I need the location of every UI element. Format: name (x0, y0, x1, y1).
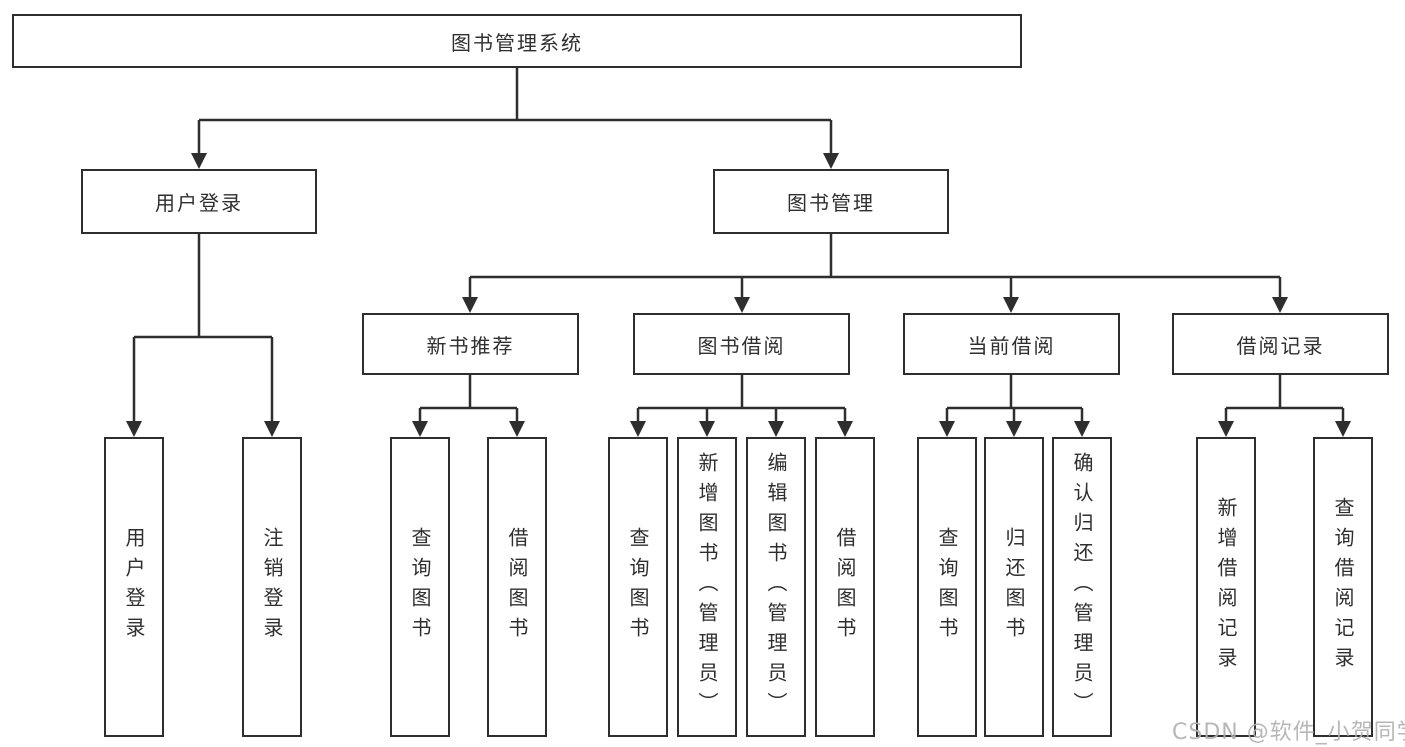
leaf-query-book-current-label: 查询图书 (935, 527, 959, 647)
leaf-return-book-label: 归还图书 (1002, 527, 1026, 647)
node-book-management: 图书管理 (713, 169, 949, 234)
connector-current-borrow (939, 375, 1090, 437)
node-borrow-record-label: 借阅记录 (1236, 333, 1325, 358)
connector-user-login (126, 234, 280, 437)
node-book-management-label: 图书管理 (787, 191, 875, 215)
leaf-add-borrow-record: 新增借阅记录 (1196, 437, 1256, 737)
leaf-return-book: 归还图书 (984, 437, 1044, 737)
node-library-system: 图书管理系统 (12, 14, 1022, 68)
connector-book-borrow (630, 375, 853, 437)
leaf-add-borrow-record-label: 新增借阅记录 (1214, 497, 1238, 677)
leaf-borrow-book-label: 借阅图书 (833, 527, 857, 647)
leaf-logout-label: 注销登录 (260, 527, 284, 647)
node-current-borrow-label: 当前借阅 (967, 333, 1056, 358)
connector-borrow-record (1218, 375, 1351, 437)
leaf-confirm-return-admin-label: 确认归还（管理员） (1070, 452, 1094, 722)
node-new-book-recommend-label: 新书推荐 (426, 333, 515, 358)
node-library-system-label: 图书管理系统 (451, 30, 583, 55)
node-user-login-label: 用户登录 (155, 191, 243, 215)
node-user-login: 用户登录 (81, 169, 317, 234)
leaf-edit-book-admin-label: 编辑图书（管理员） (764, 452, 788, 722)
leaf-borrow-book-recommend: 借阅图书 (487, 437, 547, 737)
node-current-borrow: 当前借阅 (903, 313, 1120, 375)
leaf-add-book-admin-label: 新增图书（管理员） (695, 452, 719, 722)
leaf-query-book-recommend: 查询图书 (390, 437, 450, 737)
csdn-watermark: CSDN @软件_小贺同学 (1172, 720, 1405, 745)
leaf-query-book-recommend-label: 查询图书 (408, 527, 432, 647)
leaf-borrow-book: 借阅图书 (815, 437, 875, 737)
node-book-borrow-label: 图书借阅 (697, 333, 786, 358)
leaf-query-borrow-record-label: 查询借阅记录 (1331, 497, 1355, 677)
leaf-query-borrow-record: 查询借阅记录 (1313, 437, 1373, 737)
connector-new-book-recommend (412, 375, 525, 437)
leaf-user-login-label: 用户登录 (122, 527, 146, 647)
leaf-query-book-borrow-label: 查询图书 (626, 527, 650, 647)
connector-root (191, 68, 839, 169)
node-book-borrow: 图书借阅 (633, 313, 850, 375)
leaf-query-book-current: 查询图书 (917, 437, 977, 737)
leaf-edit-book-admin: 编辑图书（管理员） (746, 437, 806, 737)
leaf-borrow-book-recommend-label: 借阅图书 (505, 527, 529, 647)
leaf-user-login: 用户登录 (104, 437, 164, 737)
leaf-query-book-borrow: 查询图书 (608, 437, 668, 737)
node-new-book-recommend: 新书推荐 (362, 313, 579, 375)
connector-book-management (462, 234, 1288, 313)
node-borrow-record: 借阅记录 (1172, 313, 1389, 375)
leaf-add-book-admin: 新增图书（管理员） (677, 437, 737, 737)
leaf-logout: 注销登录 (242, 437, 302, 737)
leaf-confirm-return-admin: 确认归还（管理员） (1052, 437, 1112, 737)
